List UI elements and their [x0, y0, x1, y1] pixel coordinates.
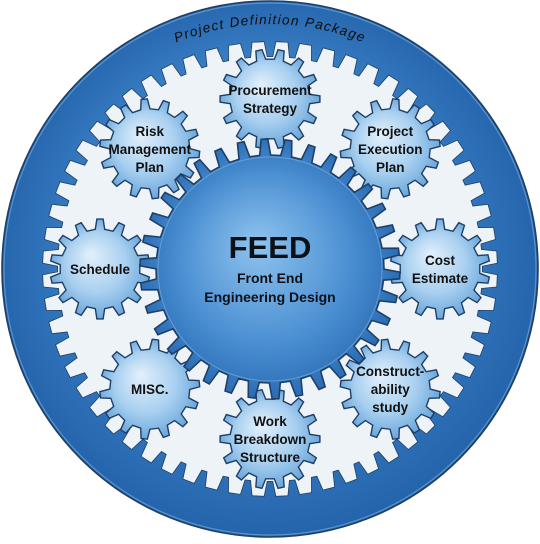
gear-label-line: Cost — [425, 253, 456, 268]
gear-label-line: MISC. — [131, 382, 169, 397]
gear-label-line: Plan — [136, 160, 165, 175]
center-title: FEED — [229, 230, 312, 265]
gear-shape — [339, 98, 441, 200]
gear-shape — [389, 218, 491, 320]
center-gear-shape — [139, 138, 401, 400]
gear-group: ProcurementStrategyProjectExecutionPlanC… — [49, 48, 491, 490]
gear-label-line: Construct- — [356, 364, 424, 379]
gear-shape — [99, 98, 201, 200]
gear-label-line: Breakdown — [234, 432, 307, 447]
gear-label-line: Procurement — [228, 83, 312, 98]
gear-shape — [49, 218, 151, 320]
center-subtitle-line-1: Front End — [237, 270, 303, 286]
center-gear: FEED Front End Engineering Design — [139, 138, 401, 400]
gear-label-line: Structure — [240, 450, 301, 465]
gear-shape — [339, 338, 441, 440]
gear-label-line: Execution — [358, 142, 423, 157]
center-subtitle-line-2: Engineering Design — [204, 289, 335, 305]
outer-ring-highlight — [3, 2, 537, 536]
gear-label-line: Plan — [376, 160, 405, 175]
gear-label-line: Schedule — [70, 262, 131, 277]
gear-misc: MISC. — [99, 338, 201, 440]
gear-label-line: Work — [253, 414, 287, 429]
gear-label-line: Strategy — [243, 101, 298, 116]
gear-schedule: Schedule — [49, 218, 151, 320]
center-gear-rim — [157, 156, 383, 382]
gear-shape — [99, 338, 201, 440]
gear-constructability-study: Construct-ability study — [339, 338, 441, 440]
gear-label-line: ability — [371, 382, 411, 397]
gear-label-line: study — [372, 400, 408, 415]
gear-label-line: Risk — [136, 124, 165, 139]
gear-label-line: Estimate — [412, 271, 469, 286]
gear-label-line: Management — [109, 142, 192, 157]
gear-label-line: Project — [367, 124, 413, 139]
